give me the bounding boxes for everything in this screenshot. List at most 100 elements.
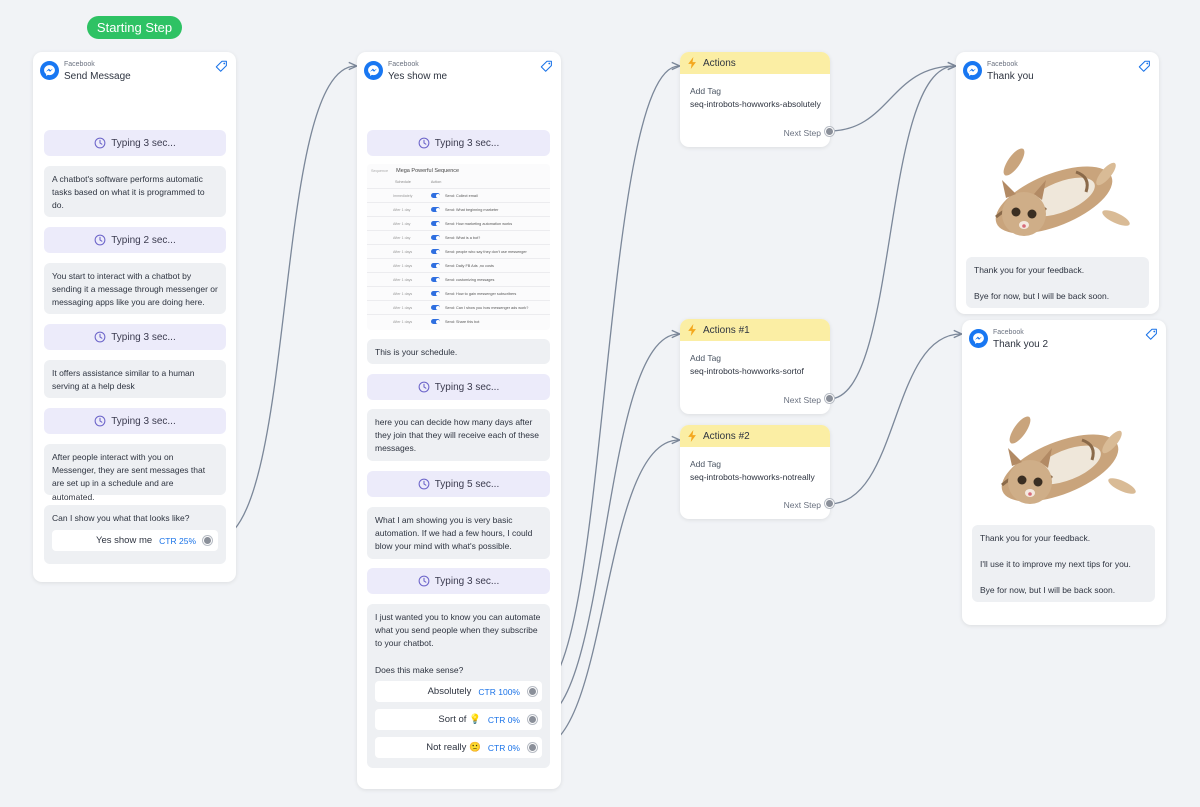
typing-delay[interactable]: Typing 3 sec... <box>367 568 550 594</box>
yes-show-me-button[interactable]: Yes show me CTR 25% <box>52 530 218 551</box>
message-bubble[interactable]: A chatbot's software performs automatic … <box>44 166 226 217</box>
message-bubble[interactable]: This is your schedule. <box>367 339 550 364</box>
messenger-icon <box>364 61 383 80</box>
actions-1-card[interactable]: Actions #1 Add Tag seq-introbots-howwork… <box>680 319 834 414</box>
thank-you-card[interactable]: Facebook Thank you Thank you for your fe… <box>956 52 1159 314</box>
typing-delay[interactable]: Typing 5 sec... <box>367 471 550 497</box>
output-port[interactable] <box>528 687 537 696</box>
message-bubble[interactable]: It offers assistance similar to a human … <box>44 360 226 398</box>
tag-name: seq-introbots-howworks-notreally <box>690 472 815 482</box>
typing-label: Typing 3 sec... <box>111 415 176 427</box>
typing-label: Typing 3 sec... <box>434 575 500 587</box>
messenger-icon <box>969 329 988 348</box>
tag-icon[interactable] <box>1145 328 1158 346</box>
not-really-button[interactable]: Not really 🙁 CTR 0% <box>375 737 542 758</box>
message-bubble[interactable]: Thank you for your feedback. Bye for now… <box>966 257 1149 308</box>
action-header: Actions <box>680 52 830 74</box>
output-port[interactable] <box>825 499 834 508</box>
typing-delay[interactable]: Typing 3 sec... <box>44 130 226 156</box>
clock-icon <box>418 478 430 490</box>
channel-label: Facebook <box>987 61 1018 68</box>
output-port[interactable] <box>825 394 834 403</box>
next-step-label: Next Step <box>783 395 821 405</box>
actions-2-card[interactable]: Actions #2 Add Tag seq-introbots-howwork… <box>680 425 834 519</box>
ctr-value: CTR 0% <box>487 742 520 753</box>
button-label: Absolutely <box>427 686 472 697</box>
card-title: Thank you 2 <box>993 339 1049 350</box>
typing-delay[interactable]: Typing 3 sec... <box>44 324 226 350</box>
channel-label: Facebook <box>64 61 95 68</box>
wire-actions-next <box>828 66 955 132</box>
typing-label: Typing 2 sec... <box>111 234 176 246</box>
action-title: Actions #2 <box>703 430 750 442</box>
card-title: Yes show me <box>388 71 448 82</box>
button-label: Sort of 💡 <box>438 714 481 725</box>
clock-icon <box>94 234 106 246</box>
kitten-image[interactable] <box>966 122 1149 250</box>
add-tag-label: Add Tag <box>690 459 722 469</box>
tag-icon[interactable] <box>215 60 228 78</box>
next-step-label: Next Step <box>783 500 821 510</box>
add-tag-label: Add Tag <box>690 353 722 363</box>
card-header: Facebook Thank you 2 <box>962 320 1166 358</box>
wire-actions1-next <box>828 66 955 400</box>
thank-you-2-card[interactable]: Facebook Thank you 2 Thank you for your … <box>962 320 1166 625</box>
ctr-value: CTR 0% <box>487 714 520 725</box>
output-port[interactable] <box>528 715 537 724</box>
card-header: Facebook Send Message <box>33 52 236 90</box>
output-port[interactable] <box>825 127 834 136</box>
tag-icon[interactable] <box>1138 60 1151 78</box>
message-bubble[interactable]: Thank you for your feedback. I'll use it… <box>972 525 1155 602</box>
clock-icon <box>418 381 430 393</box>
typing-label: Typing 3 sec... <box>434 381 500 393</box>
actions-card[interactable]: Actions Add Tag seq-introbots-howworks-a… <box>680 52 834 147</box>
button-label: Not really 🙁 <box>426 742 481 753</box>
clock-icon <box>94 137 106 149</box>
message-bubble[interactable]: You start to interact with a chatbot by … <box>44 263 226 314</box>
clock-icon <box>94 415 106 427</box>
typing-delay[interactable]: Typing 2 sec... <box>44 227 226 253</box>
add-tag-label: Add Tag <box>690 86 722 96</box>
lightning-bolt-icon <box>688 57 696 69</box>
sort-of-button[interactable]: Sort of 💡 CTR 0% <box>375 709 542 730</box>
action-header: Actions #1 <box>680 319 830 341</box>
wire-actions2-next <box>828 334 961 505</box>
send-message-card[interactable]: Facebook Send Message Typing 3 sec... A … <box>33 52 236 582</box>
ctr-value: CTR 100% <box>478 686 520 697</box>
tag-name: seq-introbots-howworks-absolutely <box>690 99 821 109</box>
action-title: Actions #1 <box>703 324 750 336</box>
action-title: Actions <box>703 57 736 69</box>
output-port[interactable] <box>203 536 212 545</box>
kitten-image[interactable] <box>972 390 1155 518</box>
typing-delay[interactable]: Typing 3 sec... <box>367 130 550 156</box>
message-bubble[interactable]: After people interact with you on Messen… <box>44 444 226 502</box>
clock-icon <box>418 575 430 587</box>
output-port[interactable] <box>528 743 537 752</box>
typing-label: Typing 5 sec... <box>434 478 500 490</box>
message-bubble[interactable]: What I am showing you is very basic auto… <box>367 507 550 559</box>
card-header: Facebook Yes show me <box>357 52 561 90</box>
typing-label: Typing 3 sec... <box>434 137 500 149</box>
typing-delay[interactable]: Typing 3 sec... <box>44 408 226 434</box>
lightning-bolt-icon <box>688 430 696 442</box>
message-bubble[interactable]: here you can decide how many days after … <box>367 409 550 461</box>
message-text: Can I show you what that looks like? <box>52 513 190 523</box>
button-label: Yes show me <box>96 535 153 546</box>
tag-name: seq-introbots-howworks-sortof <box>690 366 804 376</box>
typing-label: Typing 3 sec... <box>111 137 176 149</box>
typing-delay[interactable]: Typing 3 sec... <box>367 374 550 400</box>
message-text: Does this make sense? <box>375 664 464 675</box>
tag-icon[interactable] <box>540 60 553 78</box>
yes-show-me-card[interactable]: Facebook Yes show me Typing 3 sec... Seq… <box>357 52 561 789</box>
channel-label: Facebook <box>993 329 1024 336</box>
absolutely-button[interactable]: Absolutely CTR 100% <box>375 681 542 702</box>
